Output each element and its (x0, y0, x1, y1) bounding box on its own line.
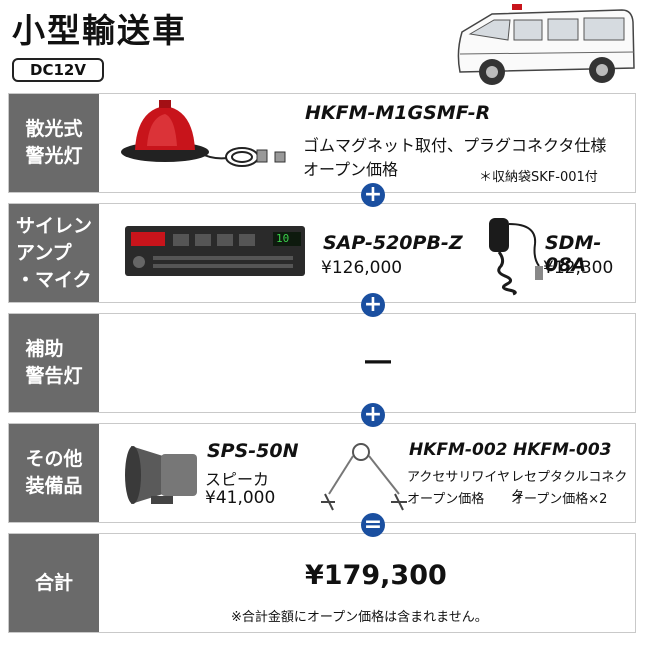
mic-model: SDM-08A (545, 232, 602, 276)
wire-model: HKFM-002 (409, 440, 508, 460)
row-warning-light: 散光式 警光灯 HKFM-M1GSMF-R ゴムマグネット取付、プラグコネクタ仕… (8, 93, 636, 193)
speaker-price: ¥41,000 (205, 488, 276, 508)
wire-description: アクセサリワイヤ (407, 470, 510, 485)
accessory-wire-image (321, 443, 407, 511)
empty-value: ― (365, 346, 391, 376)
product-note: ＊収納袋SKF-001付 (479, 170, 598, 185)
mic-price: ¥12,300 (543, 258, 614, 278)
total-note: ※合計金額にオープン価格は含まれません。 (231, 610, 488, 625)
wire-price: オープン価格 (407, 492, 485, 507)
row-label: 散光式 警光灯 (9, 94, 99, 192)
rotating-light-image (121, 100, 286, 167)
connector-model: HKFM-003 (513, 440, 612, 460)
plus-operator: + (361, 293, 385, 317)
row-label: その他 装備品 (9, 424, 99, 522)
speaker-image (125, 446, 197, 504)
row-label: 補助 警告灯 (9, 314, 99, 412)
connector-price: オープン価格×2 (511, 492, 608, 507)
connector-description: レセプタクルコネクタ (511, 470, 628, 504)
row-label: 合計 (9, 534, 99, 632)
microphone-image (489, 218, 543, 296)
total-price: ¥179,300 (305, 560, 447, 591)
speaker-description: スピーカ (205, 470, 270, 489)
plus-operator: + (361, 403, 385, 427)
product-price: オープン価格 (303, 160, 399, 179)
amp-price: ¥126,000 (321, 258, 403, 278)
row-label: サイレン アンプ ・マイク (9, 204, 99, 302)
row-aux-warning-light: 補助 警告灯 ― (8, 313, 636, 413)
plus-operator: + (361, 183, 385, 207)
product-description: ゴムマグネット取付、プラグコネクタ仕様 (303, 136, 607, 155)
amp-model: SAP-520PB-Z (323, 232, 463, 254)
row-other-equipment: その他 装備品 SPS-50N スピーカ ¥41,000 HKFM-002 アク… (8, 423, 636, 523)
voltage-badge: DC12V (12, 58, 104, 82)
speaker-model: SPS-50N (207, 440, 299, 462)
page-title: 小型輸送車 (12, 11, 187, 50)
amp-display: 10 (276, 232, 290, 245)
row-total: 合計 ¥179,300 ※合計金額にオープン価格は含まれません。 (8, 533, 636, 633)
equals-operator: = (361, 513, 385, 537)
siren-amplifier-image (125, 226, 305, 276)
van-illustration (457, 4, 635, 85)
product-model: HKFM-M1GSMF-R (305, 102, 491, 124)
row-siren-amp-mic: サイレン アンプ ・マイク 10 SAP-520PB-Z ¥126,000 SD… (8, 203, 636, 303)
